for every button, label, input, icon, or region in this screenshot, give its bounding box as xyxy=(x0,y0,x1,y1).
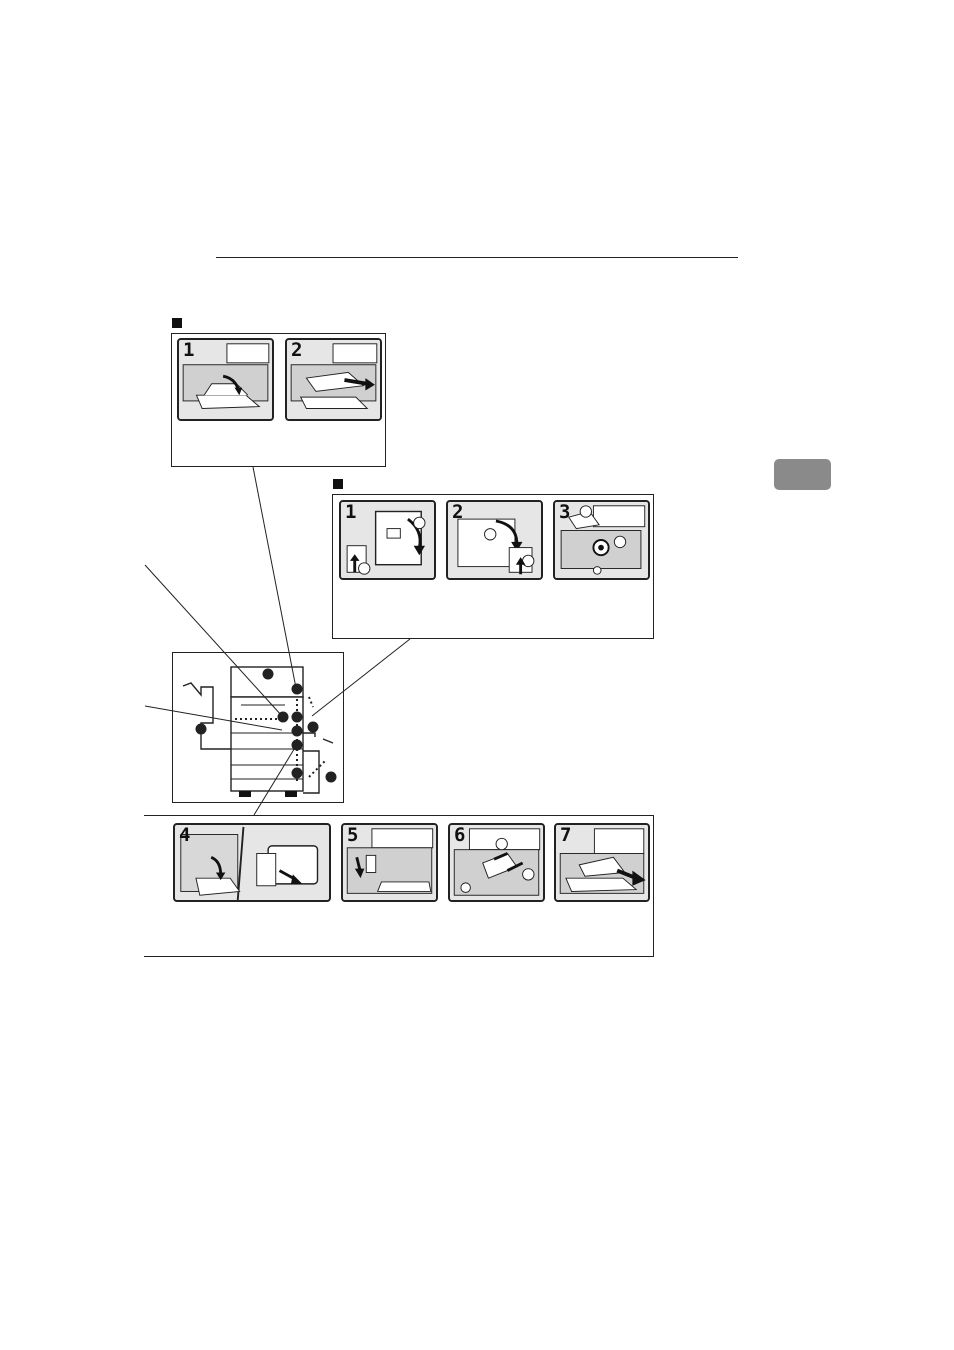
header-rule xyxy=(216,257,738,258)
step-number: 2 xyxy=(291,341,302,360)
section-c-step-6-illustration: 6 xyxy=(448,823,545,902)
section-a-step-1-illustration: 1 xyxy=(177,338,274,421)
section-b-step-3-illustration: 3 xyxy=(553,500,650,580)
section-c-step-5-illustration: 5 xyxy=(341,823,438,902)
step-number: 1 xyxy=(345,503,356,522)
chapter-tab xyxy=(774,459,831,490)
step-number: 2 xyxy=(452,503,463,522)
section-b-box: 1 2 3 xyxy=(332,494,654,639)
section-b-step-1-illustration: 1 xyxy=(339,500,436,580)
section-a-marker-icon xyxy=(172,318,182,328)
section-b-marker-icon xyxy=(333,479,343,489)
section-c-step-7-illustration: 7 xyxy=(554,823,650,902)
section-a-step-2-illustration: 2 xyxy=(285,338,382,421)
section-c-step-4-illustration: 4 xyxy=(173,823,331,902)
section-b-step-2-illustration: 2 xyxy=(446,500,543,580)
section-c-box: 4 5 6 xyxy=(144,815,654,957)
step-number: 6 xyxy=(454,826,465,845)
step-number: 1 xyxy=(183,341,194,360)
machine-overview xyxy=(172,652,344,803)
section-a-box: 1 2 xyxy=(171,333,386,467)
step-number: 3 xyxy=(559,503,570,522)
step-number: 5 xyxy=(347,826,358,845)
step-number: 4 xyxy=(179,826,190,845)
step-number: 7 xyxy=(560,826,571,845)
